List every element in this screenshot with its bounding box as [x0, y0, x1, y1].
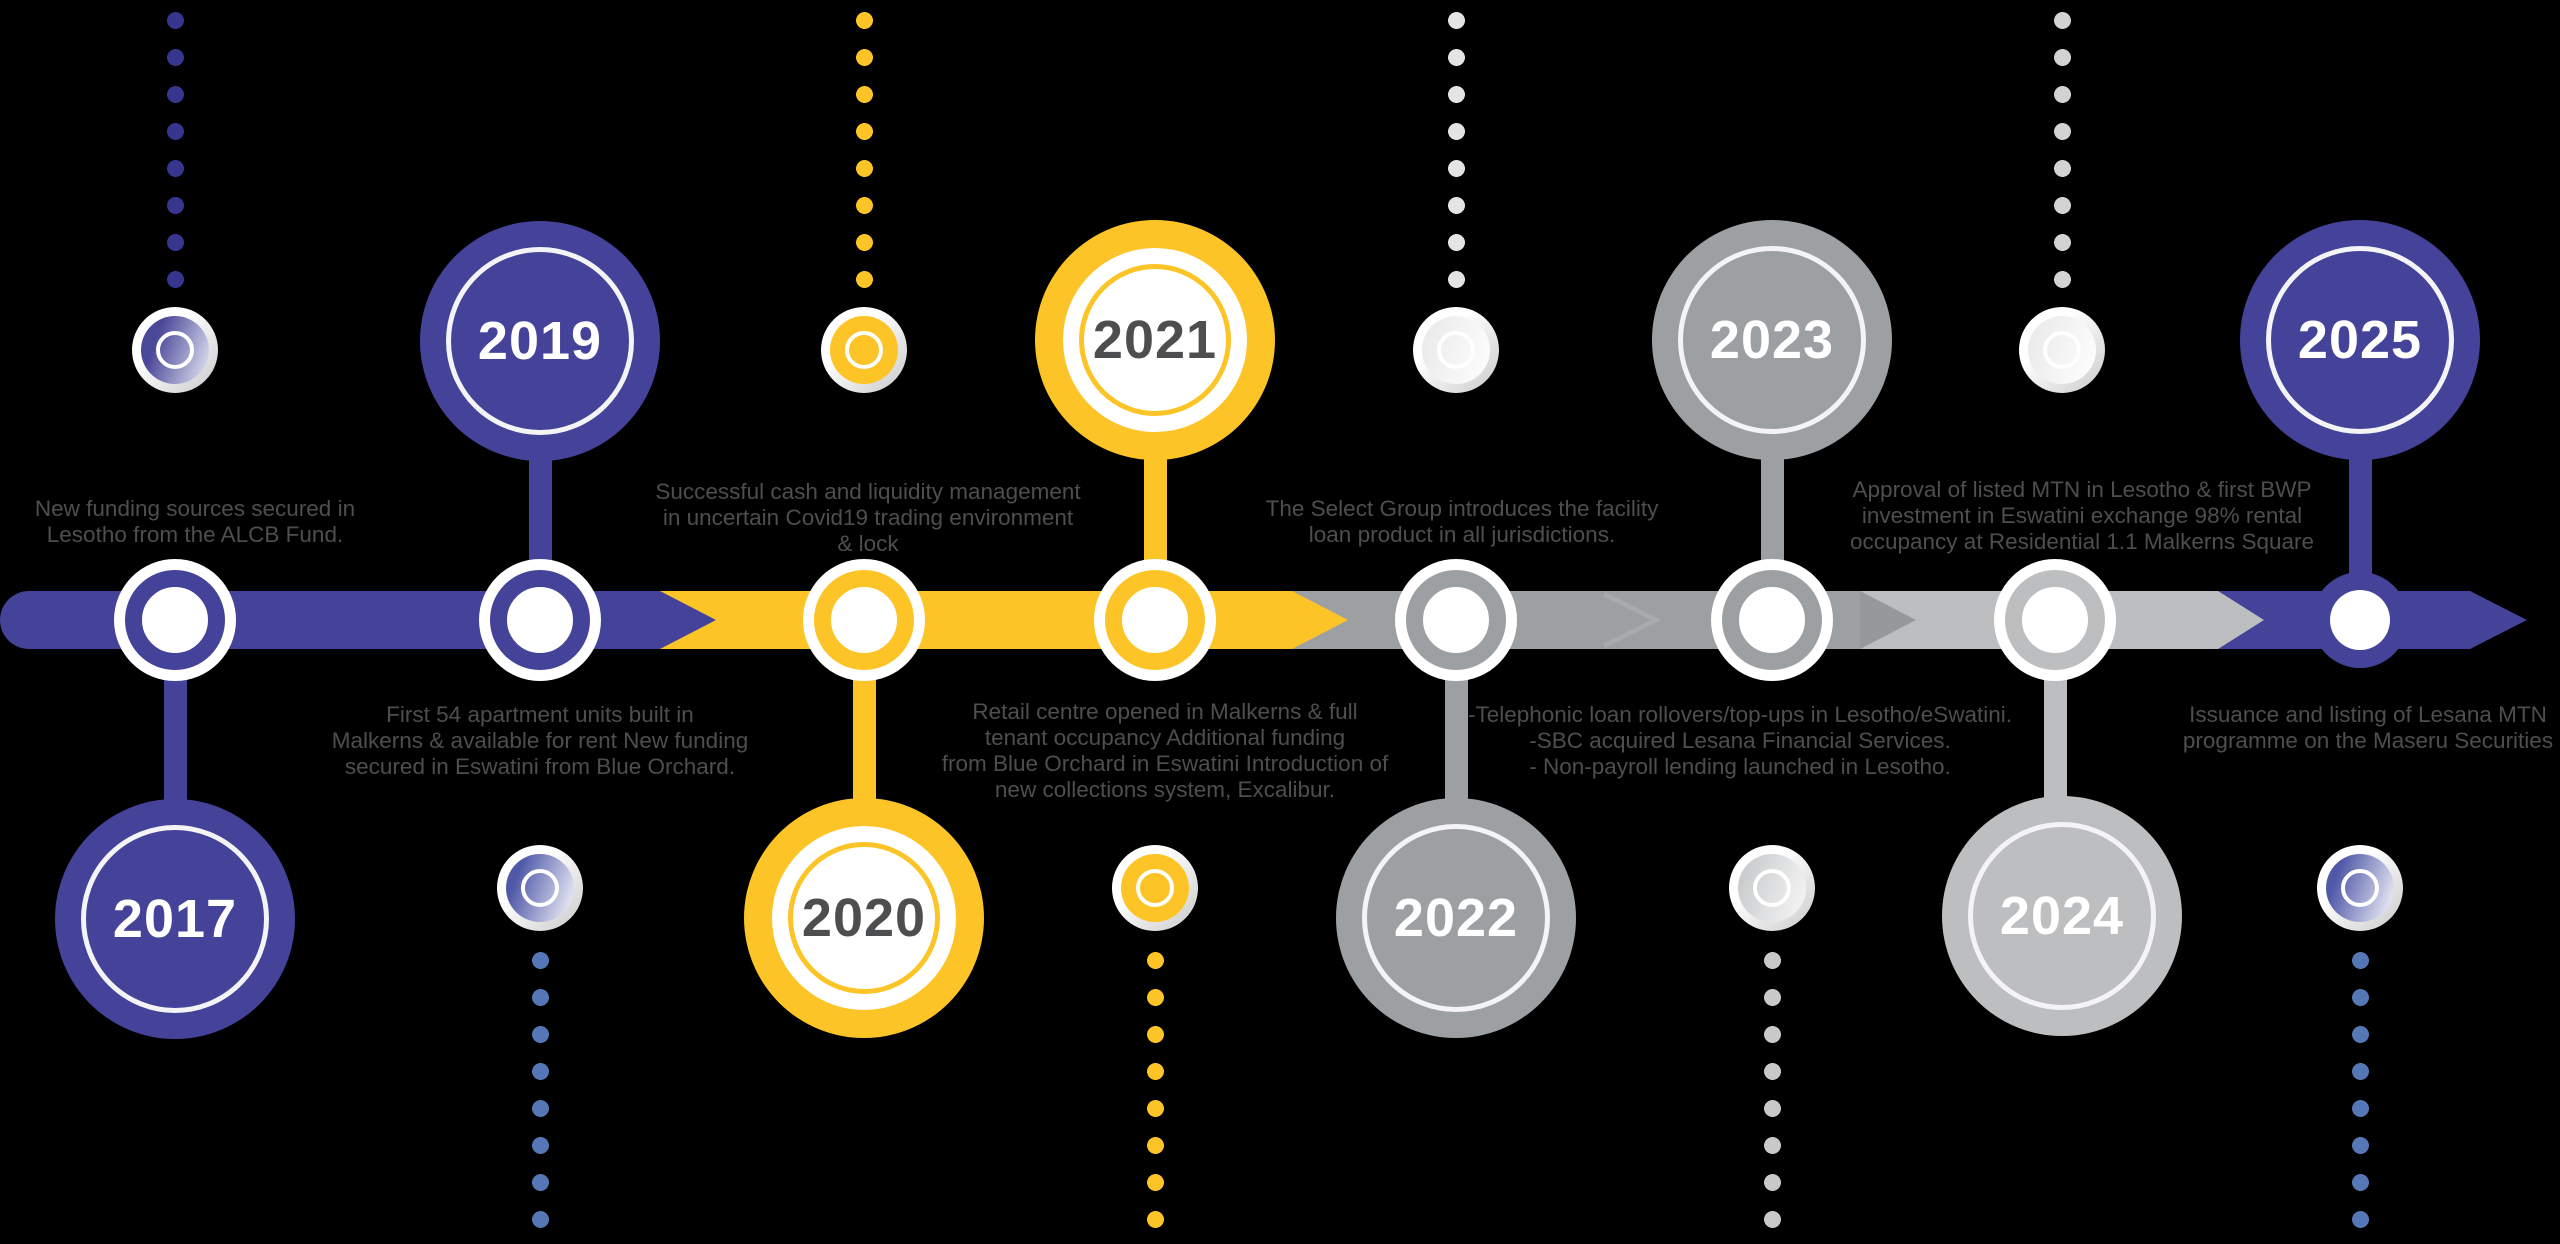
- connector-fill: [1422, 316, 1490, 384]
- inner-ring-icon: [1362, 824, 1550, 1012]
- node-core: [2330, 590, 2390, 650]
- dotted-line: [1446, 2, 1466, 302]
- year-circle-2020: 2020: [744, 798, 984, 1038]
- year-label: 2025: [2297, 310, 2423, 370]
- arrow-icon: [2470, 591, 2527, 649]
- node-ring-icon: [814, 570, 914, 670]
- milestone-text-2017: New funding sources secured in Lesotho f…: [34, 496, 356, 547]
- ring-icon: [2043, 331, 2081, 369]
- year-circle-2024: 2024: [1942, 796, 2182, 1036]
- connector-circle: [2317, 845, 2403, 931]
- ring-icon: [521, 869, 559, 907]
- chevron-outline-icon: [1602, 591, 1662, 649]
- year-circle-2022: 2022: [1336, 798, 1576, 1038]
- ring-icon: [1437, 331, 1475, 369]
- dotted-line: [530, 942, 550, 1242]
- inner-ring-icon: [788, 842, 940, 994]
- year-label: 2020: [801, 888, 927, 948]
- node-ring-icon: [1722, 570, 1822, 670]
- ring-icon: [1136, 869, 1174, 907]
- timeline-node-2020: [803, 559, 925, 681]
- connector-fill: [2028, 316, 2096, 384]
- inner-ring-icon: [2266, 246, 2454, 434]
- year-circle-2017: 2017: [55, 799, 295, 1039]
- connector-fill: [2326, 854, 2394, 922]
- dotted-line: [165, 2, 185, 302]
- connector-circle: [1729, 845, 1815, 931]
- dotted-line: [2052, 2, 2072, 302]
- year-label: 2023: [1709, 310, 1835, 370]
- year-circle-2021: 2021: [1035, 220, 1275, 460]
- timeline-node-2021: [1094, 559, 1216, 681]
- year-label: 2022: [1393, 888, 1519, 948]
- milestone-text-2021: Retail centre opened in Malkerns & full …: [941, 699, 1389, 802]
- ring-icon: [845, 331, 883, 369]
- node-ring-icon: [1406, 570, 1506, 670]
- ring-icon: [156, 331, 194, 369]
- milestone-text-2024: Approval of listed MTN in Lesotho & firs…: [1849, 477, 2314, 554]
- connector-fill: [1738, 854, 1806, 922]
- timeline-node-2022: [1395, 559, 1517, 681]
- dotted-line: [2350, 942, 2370, 1242]
- connector-circle: [1112, 845, 1198, 931]
- year-label: 2024: [1999, 886, 2125, 946]
- milestone-text-2023: -Telephonic loan rollovers/top-ups in Le…: [1467, 702, 2013, 779]
- inner-ring-icon: [446, 247, 634, 435]
- year-circle-2019: 2019: [420, 221, 660, 461]
- ring-icon: [1753, 869, 1791, 907]
- year-circle-2025: 2025: [2240, 220, 2480, 460]
- node-ring-icon: [1105, 570, 1205, 670]
- connector-fill: [506, 854, 574, 922]
- connector-circle: [132, 307, 218, 393]
- dotted-line: [854, 2, 874, 302]
- milestone-text-2019: First 54 apartment units built in Malker…: [331, 702, 749, 779]
- year-label: 2019: [477, 311, 603, 371]
- connector-circle: [1413, 307, 1499, 393]
- timeline-node-2024: [1994, 559, 2116, 681]
- milestone-text-2022: The Select Group introduces the facility…: [1265, 496, 1659, 547]
- connector-circle: [497, 845, 583, 931]
- year-label: 2021: [1092, 310, 1218, 370]
- connector-circle: [821, 307, 907, 393]
- connector-fill: [141, 316, 209, 384]
- inner-ring-icon: [1079, 264, 1231, 416]
- inner-ring-icon: [1968, 822, 2156, 1010]
- milestone-text-2025: Issuance and listing of Lesana MTN progr…: [2182, 702, 2554, 753]
- year-label: 2017: [112, 889, 238, 949]
- ring-icon: [2341, 869, 2379, 907]
- timeline-node-2023: [1711, 559, 1833, 681]
- inner-ring-icon: [1678, 246, 1866, 434]
- timeline-node-2017: [114, 559, 236, 681]
- year-circle-2023: 2023: [1652, 220, 1892, 460]
- connector-fill: [830, 316, 898, 384]
- node-ring-icon: [490, 570, 590, 670]
- connector-circle: [2019, 307, 2105, 393]
- node-ring-icon: [2005, 570, 2105, 670]
- node-ring-icon: [125, 570, 225, 670]
- dotted-line: [1762, 942, 1782, 1242]
- milestone-text-2020: Successful cash and liquidity management…: [655, 479, 1081, 556]
- connector-fill: [1121, 854, 1189, 922]
- timeline-node-2025: [2312, 572, 2408, 668]
- inner-ring-icon: [81, 825, 269, 1013]
- dotted-line: [1145, 942, 1165, 1242]
- timeline-node-2019: [479, 559, 601, 681]
